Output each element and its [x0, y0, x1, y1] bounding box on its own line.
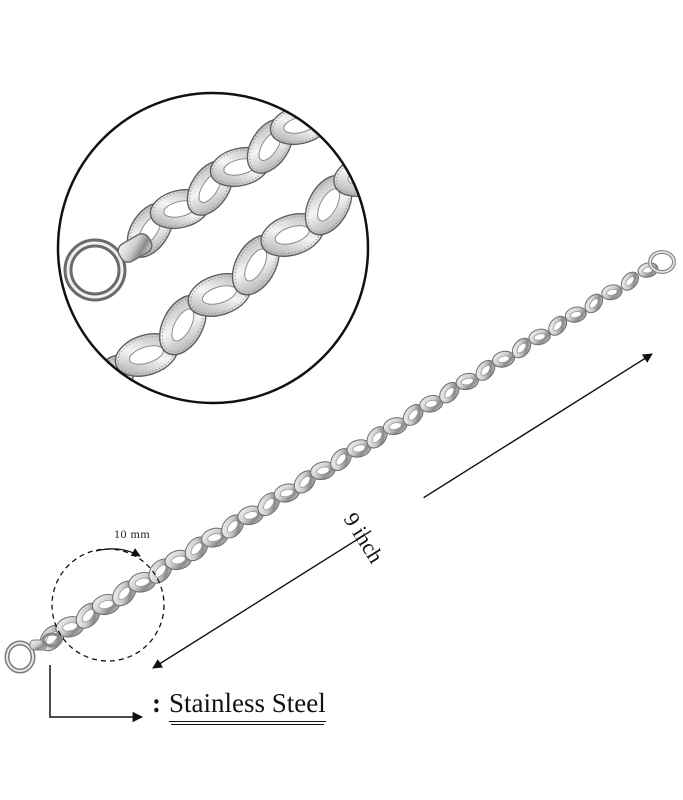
material-colon: :	[152, 688, 161, 718]
chain-link	[528, 328, 551, 346]
material-label: : Stainless Steel	[152, 688, 326, 722]
chain-link	[564, 306, 587, 323]
lobster-clasp-icon	[4, 632, 63, 674]
magnified-chain-detail-icon	[56, 91, 370, 405]
chain-link	[620, 271, 639, 291]
end-ring	[648, 250, 676, 274]
material-name: Stainless Steel	[169, 688, 326, 722]
chain-link	[601, 284, 623, 301]
width-label: 10 mm	[114, 527, 151, 541]
chain-link	[584, 293, 604, 314]
chain-link	[548, 315, 568, 336]
bracelet-chain	[39, 262, 659, 652]
material-callout	[49, 665, 144, 723]
